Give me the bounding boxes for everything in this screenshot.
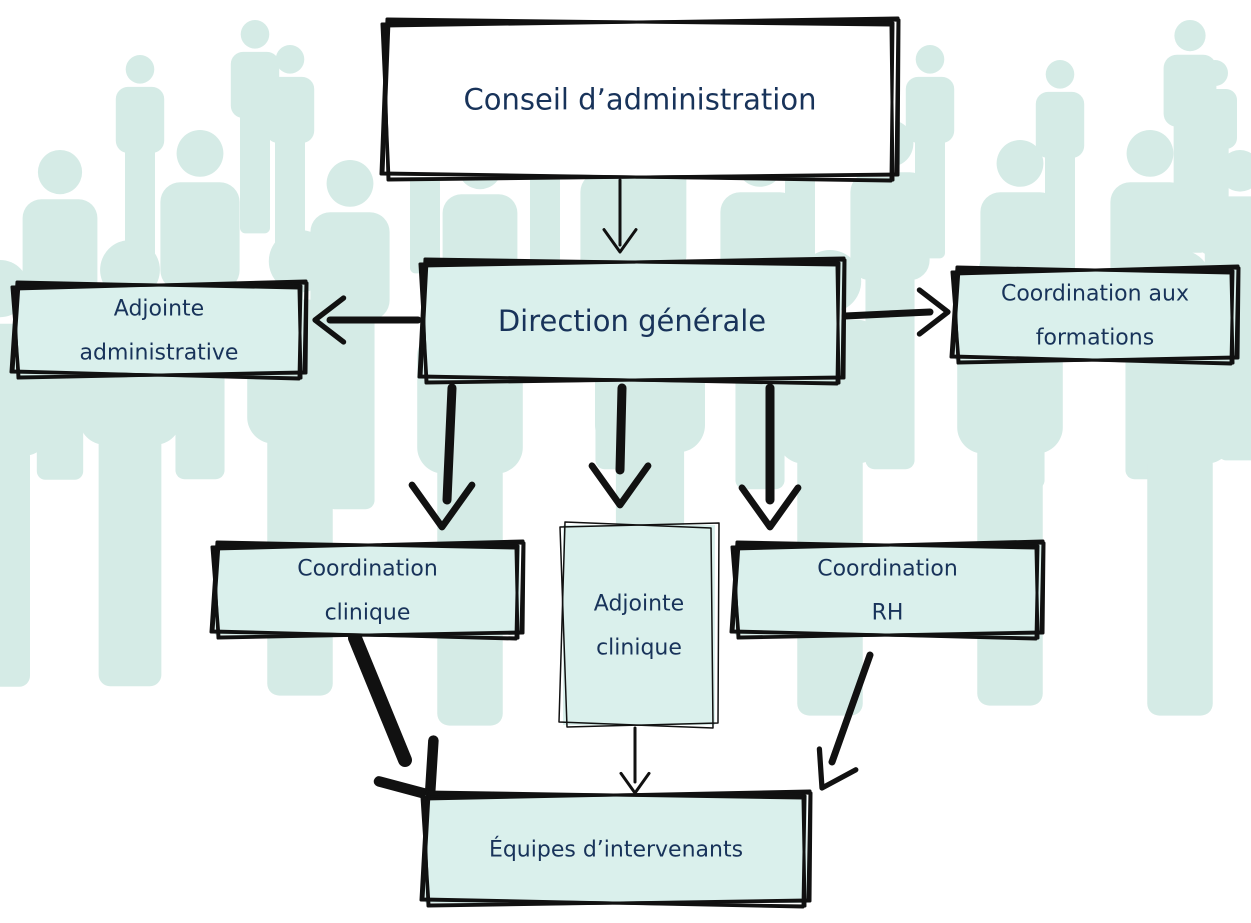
node-label-line: Adjointe	[114, 297, 204, 322]
node-adjointe-administrative: Adjointe administrative	[9, 279, 309, 381]
arrow-direction-to-coord_clin	[408, 383, 476, 531]
sketch-border	[11, 282, 303, 381]
sketch-border	[12, 279, 308, 380]
arrow-direction-to-coord_rh	[738, 383, 802, 531]
node-box	[15, 285, 303, 375]
arrow-coord_clin-to-equipes	[348, 631, 439, 801]
sketch-border	[951, 267, 1235, 366]
node-label-line: Adjointe	[594, 592, 684, 617]
node-label-line: administrative	[80, 341, 239, 366]
arrow-adj_clin-to-equipes	[619, 726, 651, 795]
node-label-line: Coordination	[817, 557, 958, 582]
node-label-line: clinique	[596, 636, 682, 661]
node-equipes-intervenants: Équipes d’intervenants	[419, 789, 813, 909]
sketch-border	[559, 522, 720, 728]
node-box	[215, 545, 520, 635]
sketch-border	[422, 789, 812, 908]
node-box	[423, 262, 841, 380]
node-label-line: formations	[1036, 326, 1154, 351]
node-label-line: RH	[872, 601, 904, 626]
node-box	[955, 270, 1235, 360]
sketch-border	[382, 16, 900, 182]
sketch-border	[381, 19, 895, 183]
arrow-direction-to-adj_admin	[312, 295, 422, 345]
person-silhouette-icon	[265, 45, 315, 259]
arrow-direction-to-coord_form	[841, 287, 951, 337]
sketch-border	[212, 539, 525, 640]
node-label-line: Coordination	[297, 557, 438, 582]
sketch-border	[731, 542, 1040, 641]
node-direction-generale: Direction générale	[417, 256, 847, 386]
node-label-line: Direction générale	[498, 304, 766, 338]
node-label-line: clinique	[325, 601, 411, 626]
node-box	[563, 525, 715, 725]
sketch-border	[419, 259, 841, 386]
node-box	[425, 795, 807, 903]
sketch-border	[421, 792, 807, 909]
node-coordination-clinique: Coordination clinique	[209, 539, 526, 641]
node-conseil-administration: Conseil d’administration	[379, 16, 901, 183]
node-label-line: Coordination aux	[1001, 282, 1189, 307]
arrow-conseil-to-direction	[602, 178, 638, 254]
node-coordination-formations: Coordination aux formations	[949, 264, 1241, 366]
arrow-coord_rh-to-equipes	[816, 651, 874, 791]
person-silhouette-icon	[115, 55, 165, 269]
sketch-border	[952, 264, 1240, 365]
node-box	[385, 22, 895, 177]
sketch-border	[732, 539, 1045, 640]
sketch-border	[211, 542, 520, 641]
sketch-border	[558, 521, 714, 729]
node-label-line: Conseil d’administration	[464, 83, 817, 117]
node-box	[735, 545, 1040, 635]
node-label-line: Équipes d’intervenants	[489, 837, 743, 863]
sketch-border	[420, 256, 846, 385]
arrow-direction-to-adj_clin	[588, 383, 652, 509]
node-adjointe-clinique: Adjointe clinique	[558, 521, 720, 729]
